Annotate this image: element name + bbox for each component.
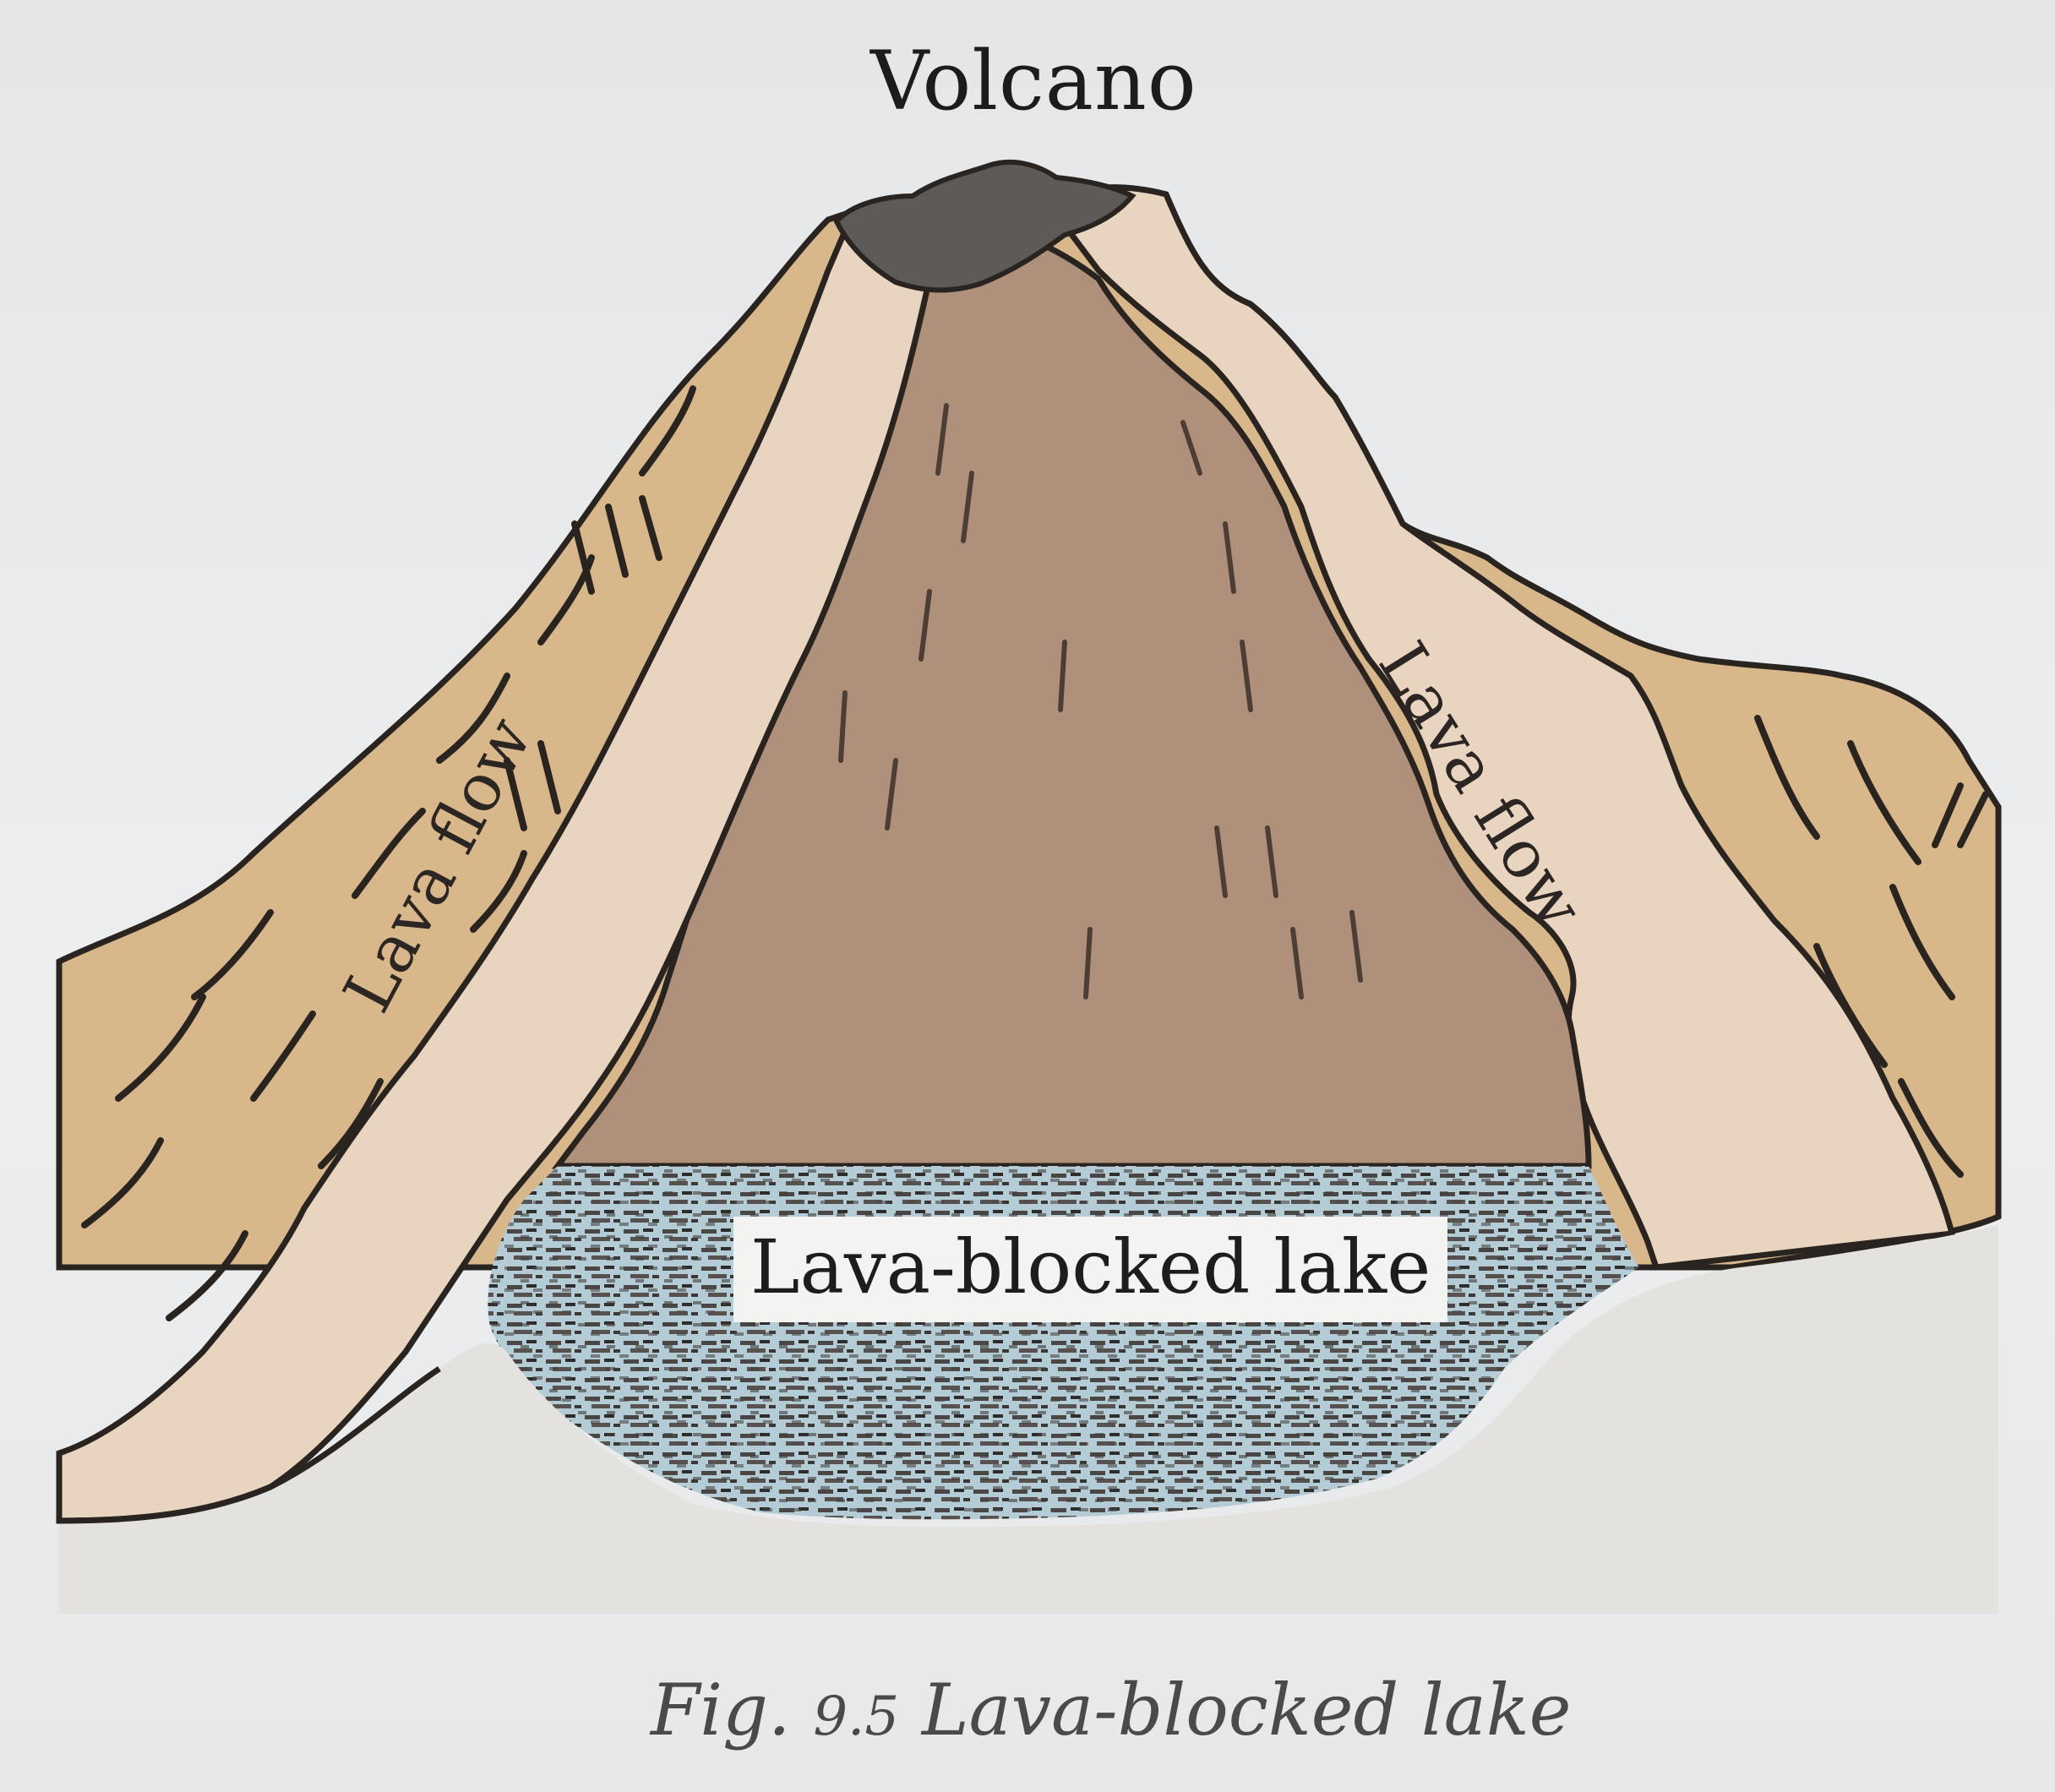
left-slope-hatching xyxy=(81,385,696,1321)
caption-text: Lava-blocked lake xyxy=(921,1669,1572,1751)
caption-prefix: Fig. xyxy=(651,1669,791,1751)
volcano-label: Volcano xyxy=(870,34,1197,128)
lava-flow-right xyxy=(1043,184,1956,1271)
lake-label: Lava-blocked lake xyxy=(733,1217,1448,1322)
foreground-ground xyxy=(59,1225,1998,1614)
figure-caption: Fig. 9.5 Lava-blocked lake xyxy=(651,1669,1572,1751)
right-slope-hatching xyxy=(1754,715,1989,1178)
ground-edge-line xyxy=(58,1366,441,1524)
cone-streaks xyxy=(838,403,1363,999)
caption-number: 9.5 xyxy=(813,1686,900,1748)
crater xyxy=(833,159,1137,293)
